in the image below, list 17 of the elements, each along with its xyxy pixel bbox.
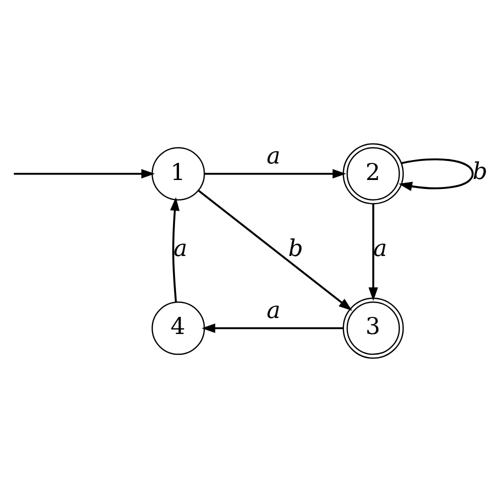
edge-label: a [173, 236, 188, 262]
arrow [368, 203, 378, 300]
edge-label: b [288, 236, 304, 262]
edge-label: a [266, 142, 280, 169]
node-circle: 1 [152, 146, 205, 200]
edge-label: b [472, 158, 488, 184]
arrow [398, 158, 474, 191]
node-circle: 4 [152, 301, 205, 354]
edge-label: a [266, 297, 280, 324]
arrow [170, 196, 180, 302]
arrow [14, 168, 155, 178]
node-circle: 3 [342, 297, 404, 358]
node-circle: 2 [342, 142, 404, 204]
arrow [202, 322, 344, 332]
edge-label: a [373, 236, 388, 262]
arrow [198, 189, 352, 310]
arrow [204, 168, 346, 178]
